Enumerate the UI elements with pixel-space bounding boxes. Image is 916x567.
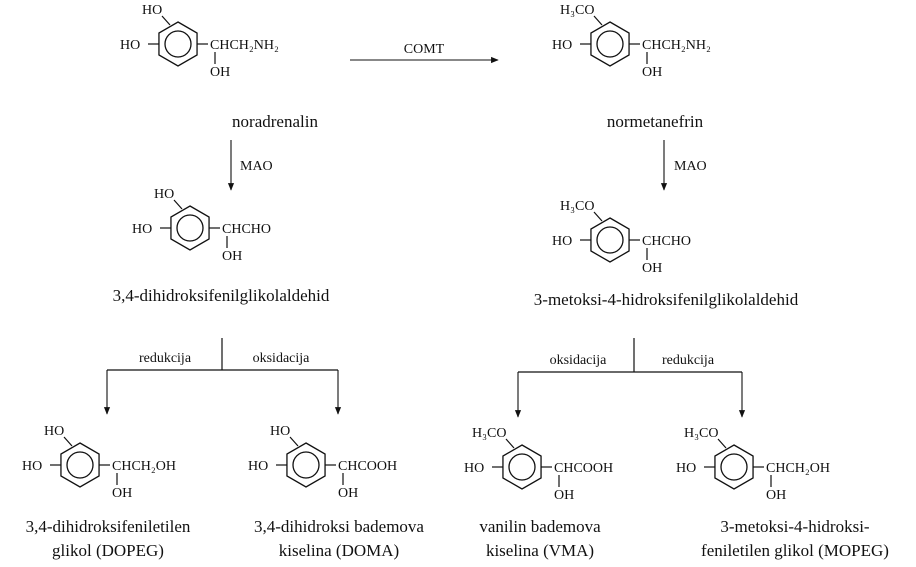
substituent-label: OH [112,486,132,501]
enzyme-oxidation-left: oksidacija [253,351,311,366]
structure-doma: HO HO CHCOOH OH [248,424,397,501]
enzyme-mao-right: MAO [674,159,707,174]
compound-name-vma-line2: kiselina (VMA) [486,541,594,560]
structure-mhpg-aldehyde: H₃CO HO CHCHO OH [552,199,691,276]
substituent-label: CHCH₂NH₂ [642,38,711,53]
substituent-label: HO [22,459,42,474]
substituent-label: CHCH₂NH₂ [210,38,279,53]
structure-dhpg-aldehyde: HO HO CHCHO OH [132,187,271,264]
substituent-label: HO [552,234,572,249]
structure-vma: H₃CO HO CHCOOH OH [464,426,613,503]
substituent-label: OH [642,65,662,80]
substituent-label: HO [248,459,268,474]
compound-name-mopeg-line2: feniletilen glikol (MOPEG) [701,541,889,560]
substituent-label: HO [132,222,152,237]
substituent-label: CHCHO [642,234,691,249]
substituent-label: OH [766,488,786,503]
substituent-label: HO [270,424,290,439]
compound-name-dopeg-line1: 3,4-dihidroksifeniletilen [26,517,191,536]
substituent-label: H₃CO [560,3,594,18]
substituent-label: H₃CO [472,426,506,441]
structure-normetanefrin: H₃CO HO CHCH₂NH₂ OH [552,3,711,80]
compound-name-mhpg-aldehyde: 3-metoksi-4-hidroksifenilglikolaldehid [534,290,799,309]
substituent-label: CHCOOH [338,459,397,474]
substituent-label: H₃CO [684,426,718,441]
enzyme-reduction-right: redukcija [662,353,715,368]
compound-name-dopeg-line2: glikol (DOPEG) [52,541,164,560]
compound-name-mopeg-line1: 3-metoksi-4-hidroksi- [720,517,870,536]
enzyme-mao-left: MAO [240,159,273,174]
substituent-label: CHCHO [222,222,271,237]
substituent-label: HO [120,38,140,53]
substituent-label: HO [44,424,64,439]
substituent-label: HO [552,38,572,53]
compound-name-normetanefrin: normetanefrin [607,112,704,131]
substituent-label: HO [676,461,696,476]
substituent-label: HO [464,461,484,476]
compound-name-dhpg-aldehyde: 3,4-dihidroksifenilglikolaldehid [113,286,330,305]
substituent-label: H₃CO [560,199,594,214]
substituent-label: HO [142,3,162,18]
substituent-label: HO [154,187,174,202]
structure-mopeg: H₃CO HO CHCH₂OH OH [676,426,830,503]
enzyme-oxidation-right: oksidacija [550,353,608,368]
compound-name-doma-line2: kiselina (DOMA) [279,541,399,560]
compound-name-vma-line1: vanilin bademova [479,517,601,536]
substituent-label: OH [222,249,242,264]
substituent-label: CHCH₂OH [766,461,830,476]
substituent-label: CHCH₂OH [112,459,176,474]
substituent-label: CHCOOH [554,461,613,476]
compound-name-doma-line1: 3,4-dihidroksi bademova [254,517,424,536]
structure-noradrenalin: HO HO CHCH₂NH₂ OH [120,3,279,80]
structure-dopeg: HO HO CHCH₂OH OH [22,424,176,501]
enzyme-reduction-left: redukcija [139,351,192,366]
enzyme-comt: COMT [404,42,445,57]
substituent-label: OH [210,65,230,80]
substituent-label: OH [642,261,662,276]
substituent-label: OH [554,488,574,503]
compound-name-noradrenalin: noradrenalin [232,112,318,131]
substituent-label: OH [338,486,358,501]
